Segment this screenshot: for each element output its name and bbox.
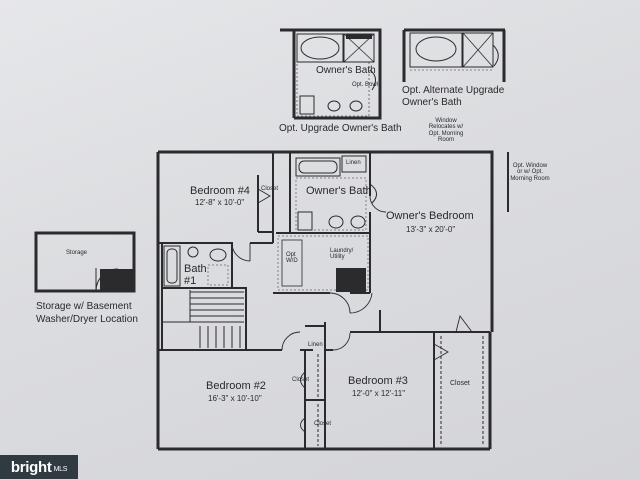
opt-wd-label: Opt W/D <box>286 252 298 265</box>
bedroom2-dims: 16'-3" x 10'-10" <box>208 394 262 403</box>
bedroom3-name: Bedroom #3 <box>348 375 408 387</box>
bedroom4-closet-label: Closet <box>261 186 279 192</box>
upgrade-bath-opt-bowl: Opt. Bowl <box>352 82 379 88</box>
upgrade-bath-title: Owner's Bath <box>316 65 376 76</box>
owners-bath-label: Owner's Bath <box>306 185 372 197</box>
watermark-suffix: MLS <box>53 466 68 473</box>
door-swings <box>231 188 473 433</box>
storage-caption-2: Washer/Dryer Location <box>36 314 138 325</box>
linen-top-label: Linen <box>346 160 361 166</box>
upgrade-bath-caption: Opt. Upgrade Owner's Bath <box>279 123 402 134</box>
water-heater <box>336 268 366 292</box>
bedroom4-dims: 12'-8" x 10'-0" <box>195 198 245 207</box>
alternate-bath-inset <box>402 28 506 82</box>
storage-room-label: Storage <box>66 250 88 256</box>
closet-right-label: Closet <box>450 380 470 387</box>
closet-left-label: Closet <box>292 377 310 383</box>
closet-lower-label: Closet <box>314 421 332 427</box>
interior-walls <box>158 152 490 449</box>
bath1-label: Bath #1 <box>184 263 207 287</box>
bedroom3-dims: 12'-0" x 12'-11" <box>352 389 406 398</box>
storage-dark-block <box>100 269 133 290</box>
owners-bedroom-dims: 13'-3" x 20'-0" <box>406 225 456 234</box>
alternate-bath-caption-1: Opt. Alternate Upgrade <box>402 85 505 96</box>
alternate-bath-caption-2: Owner's Bath <box>402 97 462 108</box>
window-relocates-note: Window Relocates w/ Opt. Morning Room <box>428 118 464 143</box>
bedroom2-name: Bedroom #2 <box>206 380 266 392</box>
fixtures <box>162 155 484 446</box>
bedroom4-name: Bedroom #4 <box>190 185 250 197</box>
owners-bedroom-name: Owner's Bedroom <box>386 210 474 222</box>
opt-window-note: Opt. Window or w/ Opt. Morning Room <box>510 163 550 182</box>
linen-hall-label: Linen <box>308 342 323 348</box>
watermark-brand: bright <box>10 458 52 476</box>
laundry-label: Laundry/ Utility <box>330 248 354 261</box>
storage-caption-1: Storage w/ Basement <box>36 301 132 312</box>
